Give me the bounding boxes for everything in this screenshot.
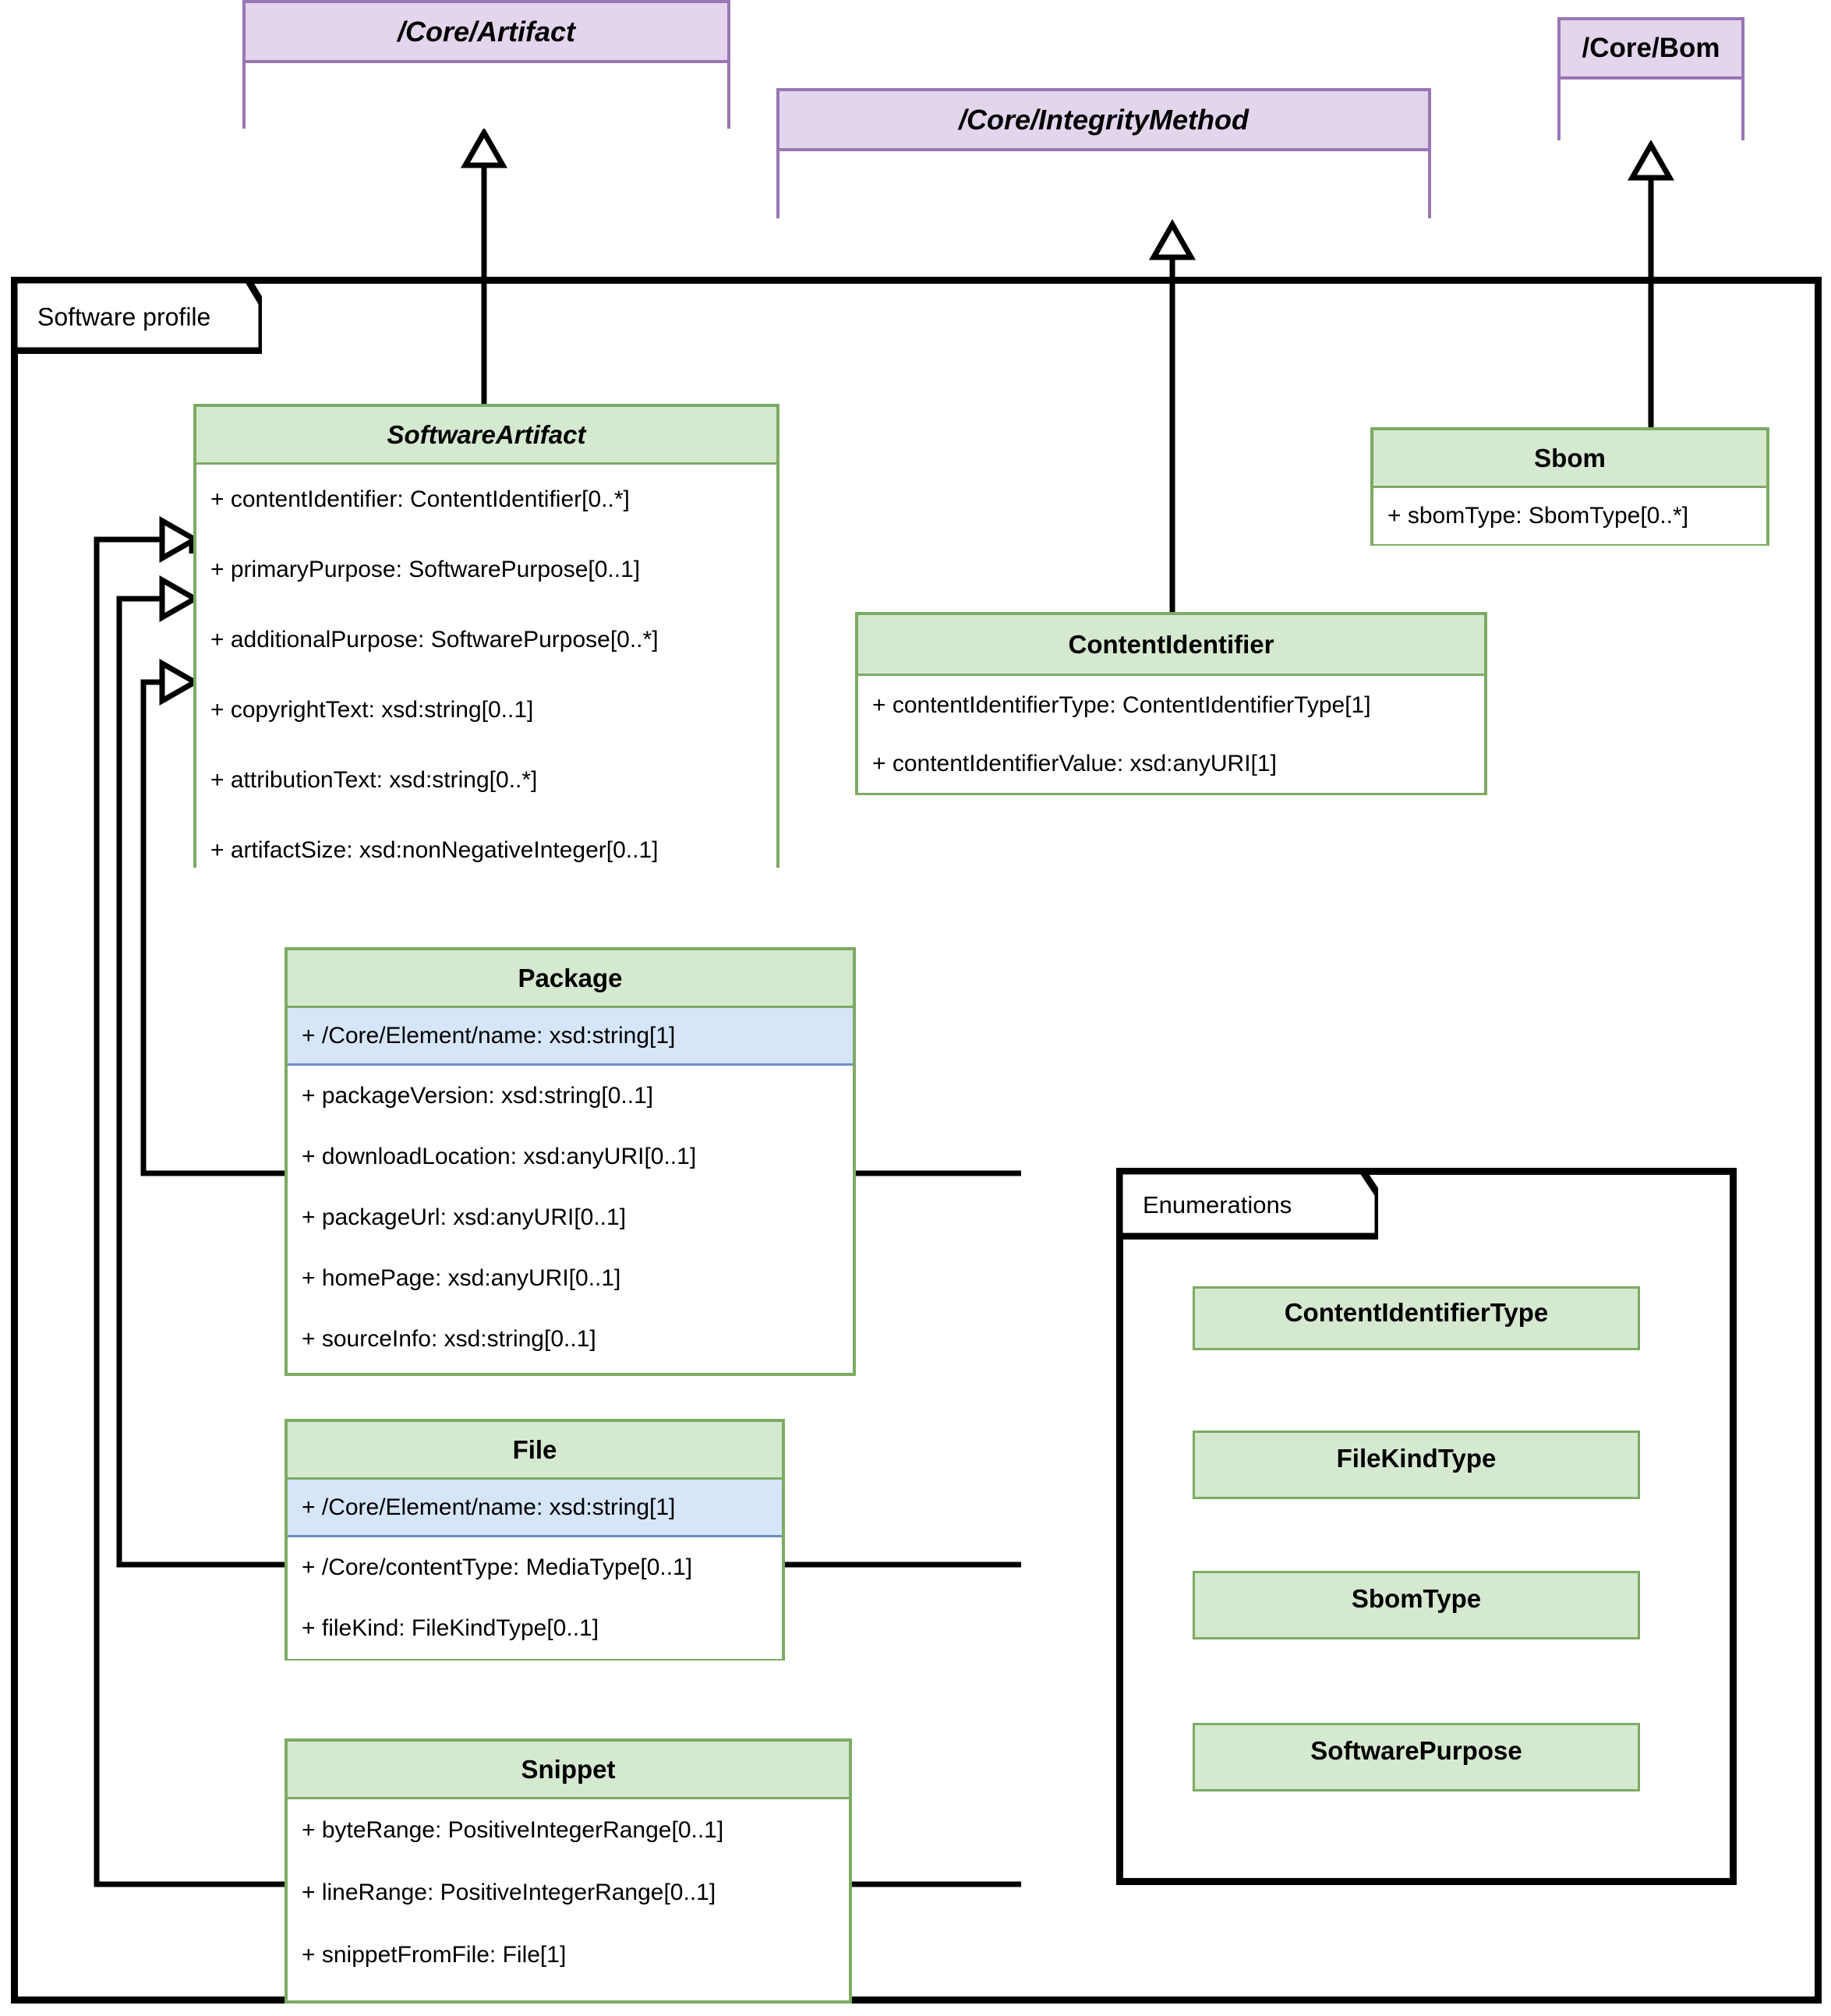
class-attributes: + contentIdentifierType: ContentIdentifi… [858,676,1484,793]
class-title: Snippet [288,1742,849,1799]
class-attribute-inherited: + /Core/Element/name: xsd:string[1] [288,1480,782,1537]
class-attributes [779,151,1428,218]
class-attributes [1561,80,1741,140]
class-attribute: + copyrightText: xsd:string[0..1] [210,697,534,723]
enum-sbomtype[interactable]: SbomType [1193,1571,1640,1639]
class-attribute: + packageUrl: xsd:anyURI[0..1] [302,1204,627,1230]
class-attribute: + lineRange: PositiveIntegerRange[0..1] [302,1880,716,1905]
class-snippet[interactable]: Snippet + byteRange: PositiveIntegerRang… [285,1738,852,2004]
class-attribute: + attributionText: xsd:string[0..*] [210,767,538,793]
class-attribute: + primaryPurpose: SoftwarePurpose[0..1] [210,557,641,582]
class-attributes: + contentIdentifier: ContentIdentifier[0… [196,465,776,886]
arrowhead-integritymethod [1148,218,1197,260]
package-enumerations [1116,1168,1737,1885]
enum-label: FileKindType [1336,1444,1497,1473]
class-attribute: + contentIdentifierType: ContentIdentifi… [872,691,1371,718]
class-title: Package [288,950,853,1008]
class-title: File [288,1422,782,1480]
class-attribute: + additionalPurpose: SoftwarePurpose[0..… [210,627,659,653]
class-attributes: + /Core/Element/name: xsd:string[1] + /C… [288,1480,782,1659]
class-file[interactable]: File + /Core/Element/name: xsd:string[1]… [285,1419,785,1661]
enum-filekindtype[interactable]: FileKindType [1193,1431,1640,1499]
class-core-integritymethod[interactable]: /Core/IntegrityMethod [776,88,1431,218]
class-package[interactable]: Package + /Core/Element/name: xsd:string… [285,947,856,1376]
class-title: /Core/Bom [1561,20,1741,80]
package-software-profile [11,277,1822,2004]
class-title: ContentIdentifier [858,615,1484,676]
enum-contentidentifiertype[interactable]: ContentIdentifierType [1193,1286,1640,1350]
class-attribute: + fileKind: FileKindType[0..1] [302,1615,599,1641]
class-attributes [246,63,727,129]
class-attribute: + snippetFromFile: File[1] [302,1942,567,1968]
class-attributes: + /Core/Element/name: xsd:string[1] + pa… [288,1008,853,1370]
class-attribute: + homePage: xsd:anyURI[0..1] [302,1265,621,1291]
class-attribute: + sbomType: SbomType[0..*] [1387,503,1689,529]
package-enumerations-tab: Enumerations [1119,1171,1378,1240]
class-attribute: + /Core/contentType: MediaType[0..1] [302,1554,693,1580]
package-software-profile-label: Software profile [37,302,211,331]
class-softwareartifact[interactable]: SoftwareArtifact + contentIdentifier: Co… [193,404,779,886]
class-title: /Core/IntegrityMethod [779,91,1428,151]
class-attribute: + sourceInfo: xsd:string[0..1] [302,1326,596,1352]
class-title: SoftwareArtifact [196,407,776,465]
class-attribute: + artifactSize: xsd:nonNegativeInteger[0… [210,837,659,863]
class-attribute: + contentIdentifier: ContentIdentifier[0… [210,486,630,512]
enum-softwarepurpose[interactable]: SoftwarePurpose [1193,1723,1640,1791]
package-enumerations-label: Enumerations [1143,1191,1292,1218]
arrowhead-artifact [460,126,508,168]
class-attributes: + byteRange: PositiveIntegerRange[0..1] … [288,1799,849,1986]
class-attribute: + contentIdentifierValue: xsd:anyURI[1] [872,750,1277,776]
enum-label: SbomType [1351,1584,1482,1613]
arrowhead-bom [1627,139,1675,181]
package-software-profile-tab: Software profile [14,280,262,354]
class-core-bom[interactable]: /Core/Bom [1557,17,1744,140]
class-sbom[interactable]: Sbom + sbomType: SbomType[0..*] [1370,427,1769,546]
class-core-artifact[interactable]: /Core/Artifact [242,0,730,129]
enum-label: ContentIdentifierType [1284,1298,1549,1327]
class-attribute: + byteRange: PositiveIntegerRange[0..1] [302,1817,724,1843]
class-attribute-inherited: + /Core/Element/name: xsd:string[1] [288,1008,853,1066]
enum-label: SoftwarePurpose [1310,1736,1522,1765]
class-title: /Core/Artifact [246,3,727,63]
class-attributes: + sbomType: SbomType[0..*] [1373,488,1766,544]
class-contentidentifier[interactable]: ContentIdentifier + contentIdentifierTyp… [855,612,1487,795]
class-title: Sbom [1373,430,1766,488]
class-attribute: + packageVersion: xsd:string[0..1] [302,1083,654,1109]
class-attribute: + downloadLocation: xsd:anyURI[0..1] [302,1144,697,1169]
